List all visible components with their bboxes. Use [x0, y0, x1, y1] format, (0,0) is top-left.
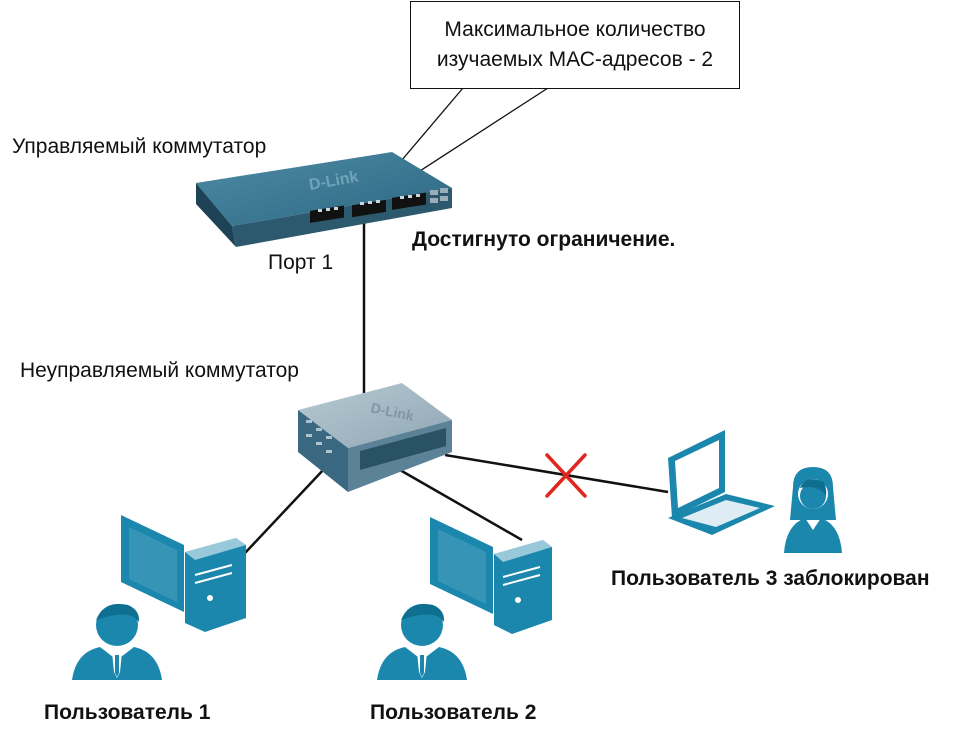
limit-reached-label: Достигнуто ограничение.: [412, 228, 676, 251]
link-user3: [444, 453, 669, 494]
user3-blocked-label: Пользователь 3 заблокирован: [611, 567, 930, 590]
user1-label: Пользователь 1: [44, 701, 211, 724]
user2-label: Пользователь 2: [370, 701, 537, 724]
unmanaged-switch-icon: D-Link: [298, 383, 452, 492]
callout-line-1: Максимальное количество: [444, 18, 706, 41]
port-label: Порт 1: [268, 251, 334, 274]
managed-switch-icon: D-Link: [196, 152, 452, 247]
connections: [244, 212, 669, 554]
desktop-computer-icon: [121, 515, 246, 632]
user-avatar-female: [784, 467, 842, 553]
desktop-computer-icon: [430, 517, 552, 634]
user-avatar: [72, 604, 162, 680]
mac-limit-callout: Максимальное количество изучаемых МАС-ад…: [410, 1, 740, 89]
link-user2: [399, 468, 523, 542]
block-x-icon: [545, 453, 587, 498]
user-avatar: [377, 604, 467, 680]
laptop-icon: [668, 430, 775, 535]
callout-line-2: изучаемых МАС-адресов - 2: [436, 48, 714, 71]
link-user1: [244, 467, 326, 554]
managed-switch-label: Управляемый коммутатор: [12, 135, 267, 158]
unmanaged-switch-label: Неуправляемый коммутатор: [20, 359, 299, 382]
